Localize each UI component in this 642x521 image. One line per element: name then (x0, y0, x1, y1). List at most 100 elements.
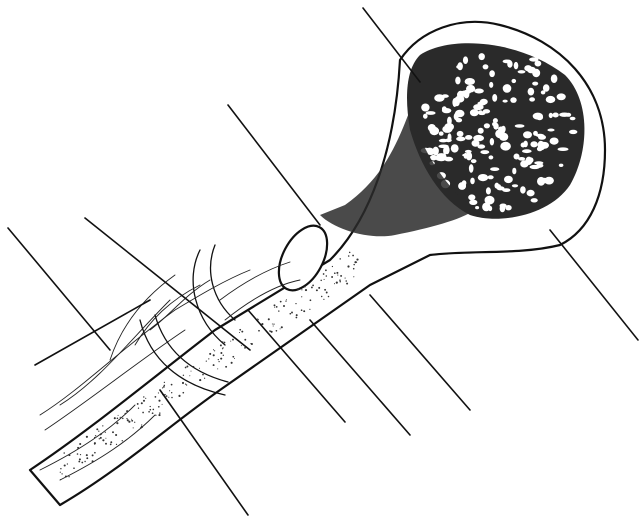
stipple-dot (60, 468, 61, 469)
pore (426, 111, 436, 115)
pore (478, 110, 483, 115)
stipple-dot (218, 361, 219, 362)
stipple-dot (105, 443, 107, 445)
pore (515, 124, 525, 127)
stipple-dot (318, 287, 320, 289)
stipple-dot (222, 348, 223, 349)
pore (569, 130, 577, 134)
stipple-dot (339, 281, 340, 282)
pore (451, 144, 459, 152)
pore (512, 168, 516, 175)
stipple-dot (241, 345, 242, 346)
stipple-dot (324, 289, 326, 291)
pore (456, 137, 465, 142)
stipple-dot (204, 378, 205, 379)
pore (505, 205, 511, 210)
stipple-dot (334, 272, 336, 274)
stipple-dot (199, 379, 201, 381)
stipple-dot (114, 417, 116, 419)
stipple-dot (332, 266, 333, 267)
pore (558, 147, 569, 151)
stipple-dot (232, 339, 234, 341)
pore (550, 138, 559, 145)
stipple-dot (92, 454, 94, 456)
stipple-dot (60, 472, 61, 473)
pore (503, 60, 512, 64)
stipple-dot (321, 296, 322, 297)
stipple-dot (305, 289, 307, 291)
stipple-dot (158, 414, 160, 416)
stipple-dot (81, 462, 83, 464)
stipple-dot (131, 420, 133, 422)
pore (503, 142, 508, 145)
leader-line-j (160, 390, 248, 515)
pore (502, 188, 510, 192)
pore (499, 133, 508, 141)
stipple-dot (138, 408, 139, 409)
stipple-dot (122, 440, 123, 441)
pore (527, 67, 536, 74)
stipple-dot (280, 301, 282, 303)
stipple-dot (153, 409, 155, 411)
pore (533, 113, 543, 120)
stipple-dot (80, 454, 81, 455)
stipple-dot (208, 358, 209, 359)
leader-line-b (228, 105, 320, 225)
stipple-dot (311, 286, 313, 288)
stipple-dot (79, 458, 81, 460)
stipple-dot (152, 412, 154, 414)
pore (537, 177, 545, 186)
pore (500, 205, 506, 212)
stipple-dot (96, 428, 98, 430)
stipple-dot (202, 374, 204, 376)
stipple-dot (325, 269, 327, 271)
stipple-dot (78, 461, 80, 463)
stipple-dot (186, 384, 187, 385)
stipple-dot (285, 300, 286, 301)
leader-line-g (370, 295, 470, 410)
stipple-dot (142, 412, 144, 414)
stipple-dot (171, 384, 173, 386)
stipple-dot (324, 279, 325, 280)
stipple-dot (92, 460, 94, 462)
pore (456, 118, 462, 122)
stipple-dot (220, 344, 222, 346)
pore (436, 157, 445, 161)
stipple-dot (158, 392, 159, 393)
pore (523, 131, 532, 138)
pore (532, 82, 538, 86)
pore (470, 178, 475, 185)
stipple-dot (199, 368, 200, 369)
stipple-dot (86, 436, 88, 438)
pore (546, 96, 556, 103)
stipple-dot (339, 279, 341, 281)
pore (552, 113, 558, 118)
stipple-dot (117, 418, 119, 420)
stipple-dot (348, 255, 350, 257)
stipple-dot (303, 310, 305, 312)
stipple-dot (270, 331, 271, 332)
stipple-dot (336, 272, 338, 274)
stipple-dot (77, 447, 79, 449)
pore (489, 70, 495, 77)
stipple-dot (86, 457, 88, 459)
stipple-dot (273, 325, 274, 326)
stipple-dot (239, 329, 241, 331)
pore (465, 78, 475, 85)
stipple-dot (356, 261, 357, 262)
stipple-dot (349, 252, 351, 254)
pore (486, 187, 491, 194)
pore (535, 61, 542, 67)
stipple-dot (128, 421, 130, 423)
stipple-dot (111, 442, 112, 443)
pore (531, 198, 538, 202)
stipple-dot (250, 343, 251, 344)
pore (463, 56, 468, 64)
pore (455, 110, 465, 118)
stipple-dot (295, 303, 296, 304)
stipple-dot (189, 375, 190, 376)
stipple-dot (225, 366, 227, 368)
stipple-dot (162, 404, 163, 405)
stipple-dot (356, 259, 358, 261)
pore (439, 131, 444, 135)
